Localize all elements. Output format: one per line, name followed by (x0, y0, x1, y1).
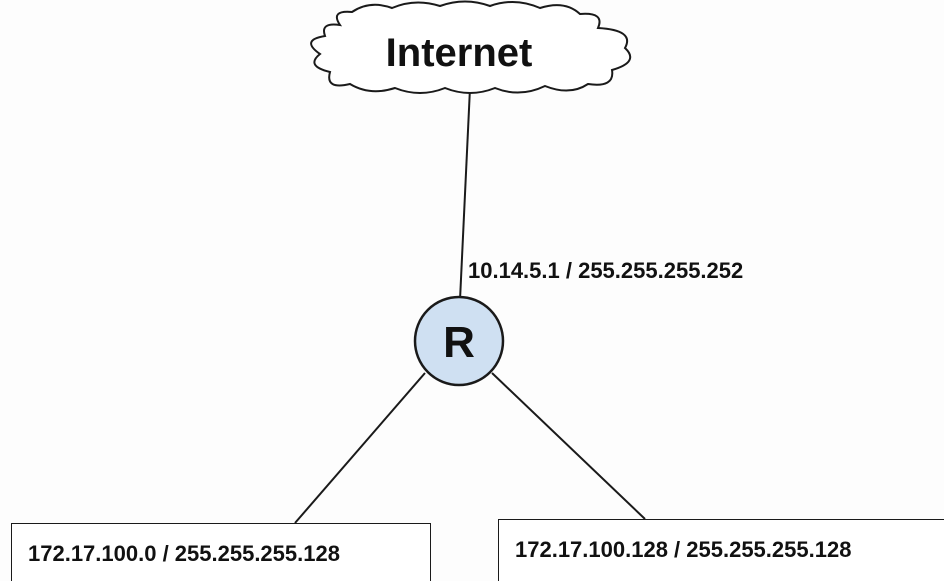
internet-router-link (459, 87, 471, 301)
router-label: R (443, 318, 475, 367)
router-left-subnet-link (294, 372, 426, 524)
cloud-label: Internet (386, 31, 533, 75)
subnet-label-left: 172.17.100.0 / 255.255.255.128 (28, 541, 340, 566)
router-right-subnet-link (491, 372, 646, 520)
subnet-box-right: 172.17.100.128 / 255.255.255.128 (498, 519, 944, 581)
subnet-label-right: 172.17.100.128 / 255.255.255.128 (515, 537, 852, 562)
subnet-box-left: 172.17.100.0 / 255.255.255.128 (11, 523, 431, 581)
wan-link-label: 10.14.5.1 / 255.255.255.252 (468, 258, 744, 283)
internet-cloud-icon: Internet (310, 0, 632, 94)
router-icon: R (413, 295, 505, 387)
